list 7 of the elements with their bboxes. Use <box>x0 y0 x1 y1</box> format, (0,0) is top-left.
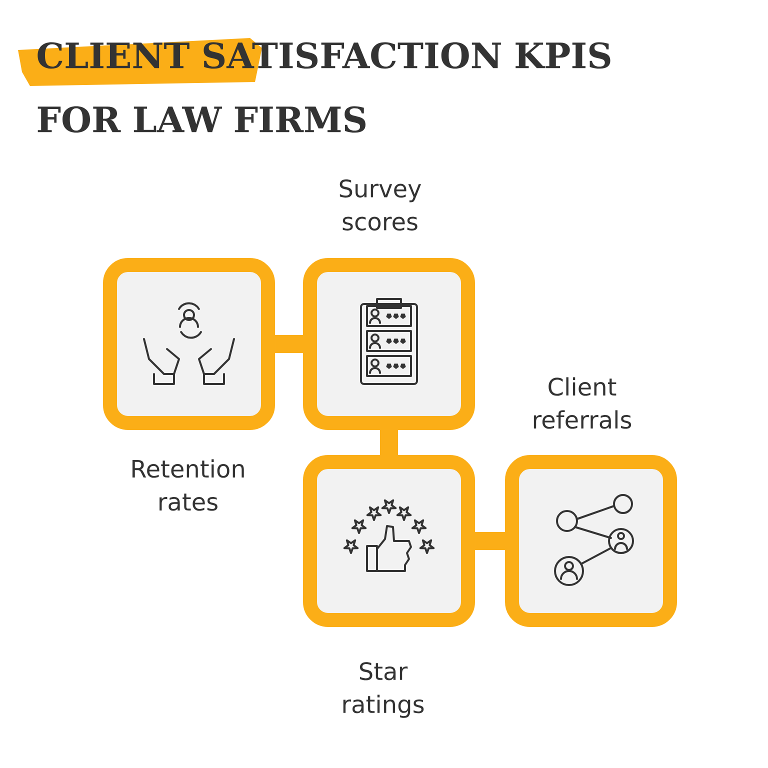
connector-bar <box>275 335 303 353</box>
kpi-label: Star ratings <box>343 662 424 718</box>
kpi-label: Retention rates <box>132 459 244 511</box>
kpi-label: Survey scores <box>340 179 422 231</box>
connector-bar <box>380 430 398 455</box>
connector-bar <box>475 532 505 550</box>
kpi-label: Client referrals <box>534 377 632 429</box>
